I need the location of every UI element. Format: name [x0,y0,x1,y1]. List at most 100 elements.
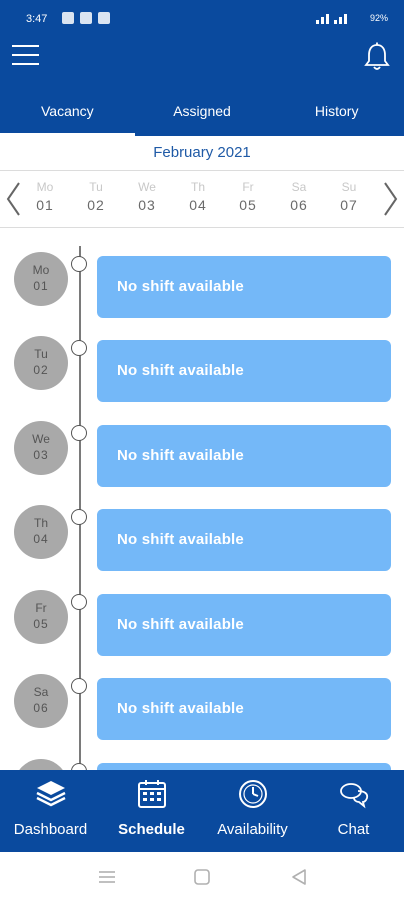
date-circle: Fr 05 [14,590,68,644]
date-circle-day: Tu [34,347,48,361]
date-circle: Sa 06 [14,674,68,728]
bluetooth-icon [98,12,110,24]
timeline-node [71,340,87,356]
battery-level: 92% [369,13,388,23]
nav-label: Schedule [118,821,185,838]
timeline-line [79,246,81,770]
schedule-row: Th 04 No shift available [0,481,404,571]
system-nav-bar [0,852,404,900]
week-day-name: Fr [242,180,254,194]
clock-icon [238,780,267,808]
tab-assigned[interactable]: Assigned [173,103,231,119]
home-icon[interactable] [191,866,213,888]
timeline-node [71,594,87,610]
week-day[interactable]: Su 07 [329,179,369,215]
week-day-name: Th [190,180,205,194]
date-circle-day: Sa [33,685,49,699]
photo-icon [62,12,74,24]
week-day-date: 02 [87,197,105,213]
date-circle-day: We [32,432,50,446]
schedule-row: Tu 02 No shift available [0,312,404,402]
signal-icon [315,14,347,24]
nav-label: Dashboard [13,821,88,838]
week-day-date: 05 [239,197,257,213]
shift-card[interactable]: No shift available [97,340,391,402]
shift-card[interactable]: No shift available [97,256,391,318]
schedule-timeline[interactable]: Mo 01 No shift available Tu 02 No shift … [0,228,404,770]
shift-card[interactable]: No shift available [97,678,391,740]
nav-dashboard[interactable]: Dashboard [0,770,101,852]
date-circle-date: 06 [33,701,49,715]
schedule-row: Sa 06 No shift available [0,650,404,740]
tab-vacancy[interactable]: Vacancy [0,88,135,136]
bottom-nav: Dashboard Schedule Availability Chat [0,770,404,852]
shift-card[interactable] [97,763,391,770]
week-day-date: 07 [340,197,358,213]
hamburger-icon [12,45,39,47]
next-week-arrow-icon[interactable] [379,179,401,219]
date-circle: We 03 [14,421,68,475]
week-day-name: Sa [291,180,307,194]
layers-icon [35,781,66,807]
status-bar: 3:47 92% [0,0,404,40]
date-circle-date: 03 [33,448,49,462]
recent-apps-icon[interactable] [96,866,118,888]
date-circle-day: Fr [35,601,47,615]
week-day-name: Mo [36,180,54,194]
week-day[interactable]: Fr 05 [228,179,268,215]
nav-chat[interactable]: Chat [303,770,404,852]
date-circle: Tu 02 [14,336,68,390]
schedule-row: Mo 01 No shift available [0,228,404,318]
week-day[interactable]: Th 04 [178,179,218,215]
week-day[interactable]: We 03 [127,179,167,215]
date-circle: Th 04 [14,505,68,559]
date-circle-day: Mo [32,263,50,277]
timeline-node [71,763,87,770]
week-day[interactable]: Tu 02 [76,179,116,215]
app-header [0,40,404,96]
back-icon[interactable] [288,866,310,888]
week-day-date: 01 [36,197,54,213]
month-label: February 2021 [0,136,404,171]
previous-week-arrow-icon[interactable] [3,179,25,219]
week-day-name: Tu [89,180,103,194]
nav-label: Availability [217,821,288,838]
schedule-row: We 03 No shift available [0,397,404,487]
week-strip: Mo 01 Tu 02 We 03 Th 04 Fr 05 Sa 06 Su 0… [0,171,404,228]
week-day-name: We [138,180,156,194]
date-circle-date: 01 [33,279,49,293]
bell-icon[interactable] [364,42,390,72]
notification-icons [62,12,110,24]
date-circle-date: 04 [33,532,49,546]
nav-availability[interactable]: Availability [202,770,303,852]
timeline-node [71,425,87,441]
week-day-name: Su [341,180,357,194]
nav-schedule[interactable]: Schedule [101,770,202,852]
week-day[interactable]: Sa 06 [279,179,319,215]
calendar-icon [137,780,166,808]
nav-label: Chat [337,821,370,838]
date-circle-day: Th [33,516,48,530]
date-circle: Mo 01 [14,252,68,306]
shift-card[interactable]: No shift available [97,509,391,571]
timeline-node [71,678,87,694]
timeline-node [71,509,87,525]
tab-history[interactable]: History [314,103,359,119]
shift-card[interactable]: No shift available [97,594,391,656]
status-time: 3:47 [26,13,48,25]
shift-card[interactable]: No shift available [97,425,391,487]
timeline-node [71,256,87,272]
status-right: 92% [315,12,388,24]
week-day-date: 06 [290,197,308,213]
schedule-row: Fr 05 No shift available [0,566,404,656]
week-day[interactable]: Mo 01 [25,179,65,215]
tab-bar: Vacancy Assigned History [0,88,404,136]
date-circle [14,759,68,770]
date-circle-date: 05 [33,617,49,631]
menu-button[interactable] [12,43,40,69]
app-notification-icon [80,12,92,24]
chat-bubbles-icon [339,783,368,809]
week-day-date: 03 [138,197,156,213]
date-circle-date: 02 [33,363,49,377]
schedule-row-partial [0,735,404,770]
